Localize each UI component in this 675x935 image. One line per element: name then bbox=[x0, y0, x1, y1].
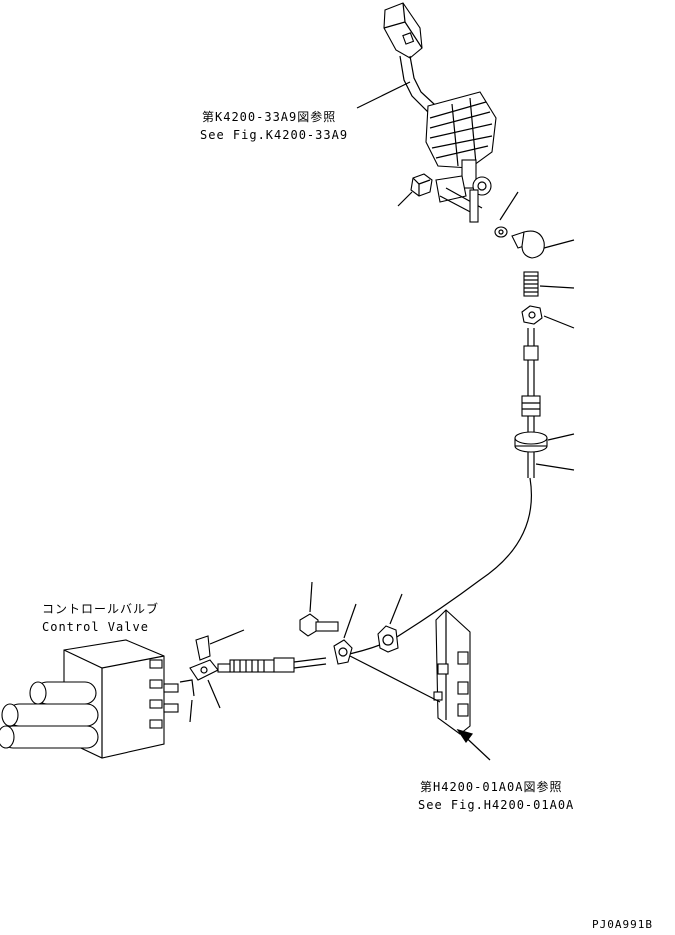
cable-clamp-right bbox=[377, 593, 403, 653]
control-lever bbox=[383, 2, 497, 223]
cable-clamp-left bbox=[333, 603, 357, 665]
lever-reference-jp: 第K4200-33A9図参照 bbox=[202, 110, 337, 124]
bolt bbox=[299, 581, 339, 637]
control-valve bbox=[0, 639, 179, 759]
lock-nut bbox=[521, 305, 575, 329]
mounting-bracket bbox=[433, 609, 471, 735]
ball-joint bbox=[511, 230, 575, 259]
control-valve-label-jp: コントロールバルブ bbox=[42, 602, 160, 616]
washer bbox=[494, 226, 508, 238]
bracket-reference-jp: 第H4200-01A0A図参照 bbox=[420, 780, 563, 794]
cable-end-assembly bbox=[217, 657, 327, 673]
clevis bbox=[179, 629, 245, 723]
threaded-stud bbox=[523, 271, 575, 297]
flexible-cable bbox=[339, 477, 532, 657]
lever-reference-en: See Fig.K4200-33A9 bbox=[200, 128, 349, 142]
control-valve-label-en: Control Valve bbox=[42, 620, 149, 634]
cable-rod bbox=[521, 328, 541, 432]
grommet bbox=[514, 431, 575, 453]
drawing-code: PJ0A991B bbox=[592, 918, 653, 931]
bracket-reference-en: See Fig.H4200-01A0A bbox=[418, 798, 575, 812]
